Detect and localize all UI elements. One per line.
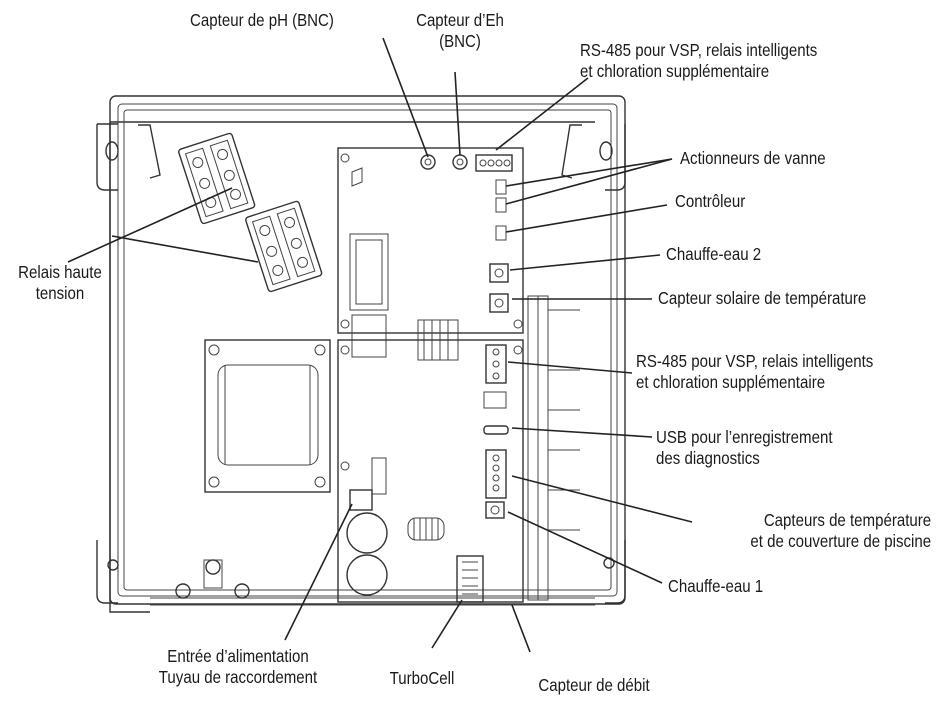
label-rs485-middle: RS-485 pour VSP, relais intelligents et … xyxy=(636,351,874,392)
label-flow-sensor: Capteur de débit xyxy=(538,675,650,695)
label-usb-diagnostics: USB pour l’enregistrement des diagnostic… xyxy=(656,427,833,468)
label-eh-sensor: Capteur d’Eh (BNC) xyxy=(416,10,504,51)
enclosure xyxy=(96,95,626,613)
label-valve-actuators: Actionneurs de vanne xyxy=(680,148,826,168)
label-turbocell: TurboCell xyxy=(389,668,455,688)
relay-block-2 xyxy=(245,200,323,293)
label-rs485-top: RS-485 pour VSP, relais intelligents et … xyxy=(580,40,818,81)
label-high-voltage-relays: Relais haute tension xyxy=(18,262,102,303)
label-power-input: Entrée d’alimentation Tuyau de raccordem… xyxy=(158,646,318,687)
label-solar-temp-sensor: Capteur solaire de température xyxy=(658,288,867,308)
label-controller: Contrôleur xyxy=(675,191,746,211)
transformer xyxy=(204,339,331,493)
lower-board xyxy=(337,339,524,603)
relay-block-1 xyxy=(178,132,256,225)
label-temp-cover-sensors: Capteurs de température et de couverture… xyxy=(750,510,931,551)
ground-terminals xyxy=(175,559,250,599)
leader-lines xyxy=(67,37,693,653)
cable-channel xyxy=(527,295,580,601)
label-heater-1: Chauffe-eau 1 xyxy=(668,576,764,596)
label-heater-2: Chauffe-eau 2 xyxy=(666,244,762,264)
label-ph-sensor: Capteur de pH (BNC) xyxy=(190,10,334,30)
upper-board xyxy=(337,147,524,361)
